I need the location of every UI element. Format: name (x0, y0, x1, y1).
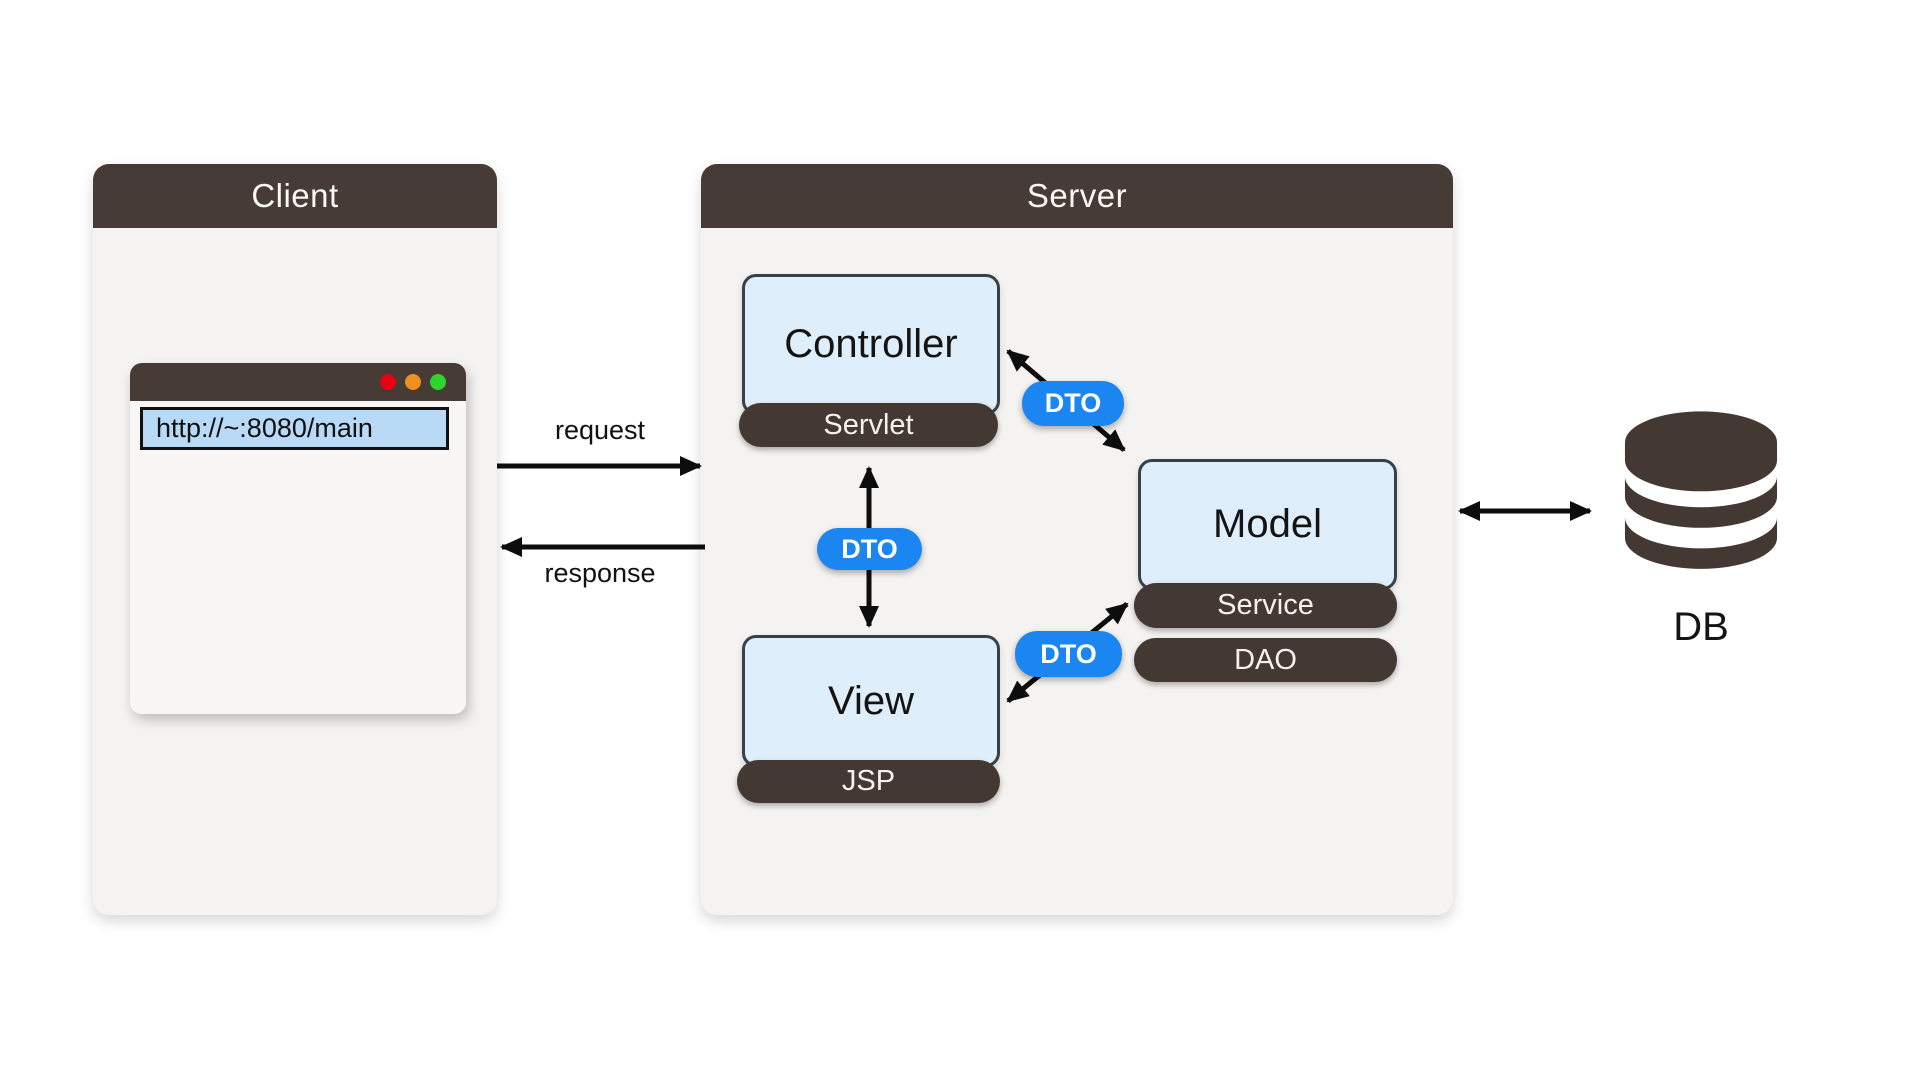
service-pill: Service (1134, 583, 1397, 628)
view-label: View (828, 678, 914, 723)
controller-box: Controller (742, 274, 1000, 415)
dto-pill-servlet-view: DTO (817, 528, 922, 570)
browser-window: http://~:8080/main (130, 363, 466, 714)
client-panel-title: Client (251, 177, 339, 214)
database-label: DB (1673, 605, 1729, 649)
model-box: Model (1138, 459, 1397, 590)
jsp-pill: JSP (737, 760, 1000, 803)
database-icon (1624, 411, 1778, 569)
client-panel-header: Client (93, 164, 497, 228)
dto-pill-view-service: DTO (1015, 631, 1122, 677)
view-box: View (742, 635, 1000, 767)
model-label: Model (1213, 502, 1322, 546)
dao-pill: DAO (1134, 638, 1397, 682)
client-panel: Client http://~:8080/main (93, 164, 497, 915)
server-panel-title: Server (1026, 177, 1128, 214)
traffic-light-red-icon (380, 374, 396, 390)
dto-pill-controller-model: DTO (1022, 381, 1124, 426)
url-bar: http://~:8080/main (140, 407, 449, 450)
controller-label: Controller (784, 322, 958, 366)
browser-titlebar (130, 363, 466, 401)
server-panel-header: Server (701, 164, 1453, 228)
traffic-light-green-icon (430, 374, 446, 390)
servlet-pill: Servlet (739, 403, 998, 447)
traffic-light-orange-icon (405, 374, 421, 390)
response-label: response (544, 558, 656, 588)
request-label: request (554, 415, 646, 445)
